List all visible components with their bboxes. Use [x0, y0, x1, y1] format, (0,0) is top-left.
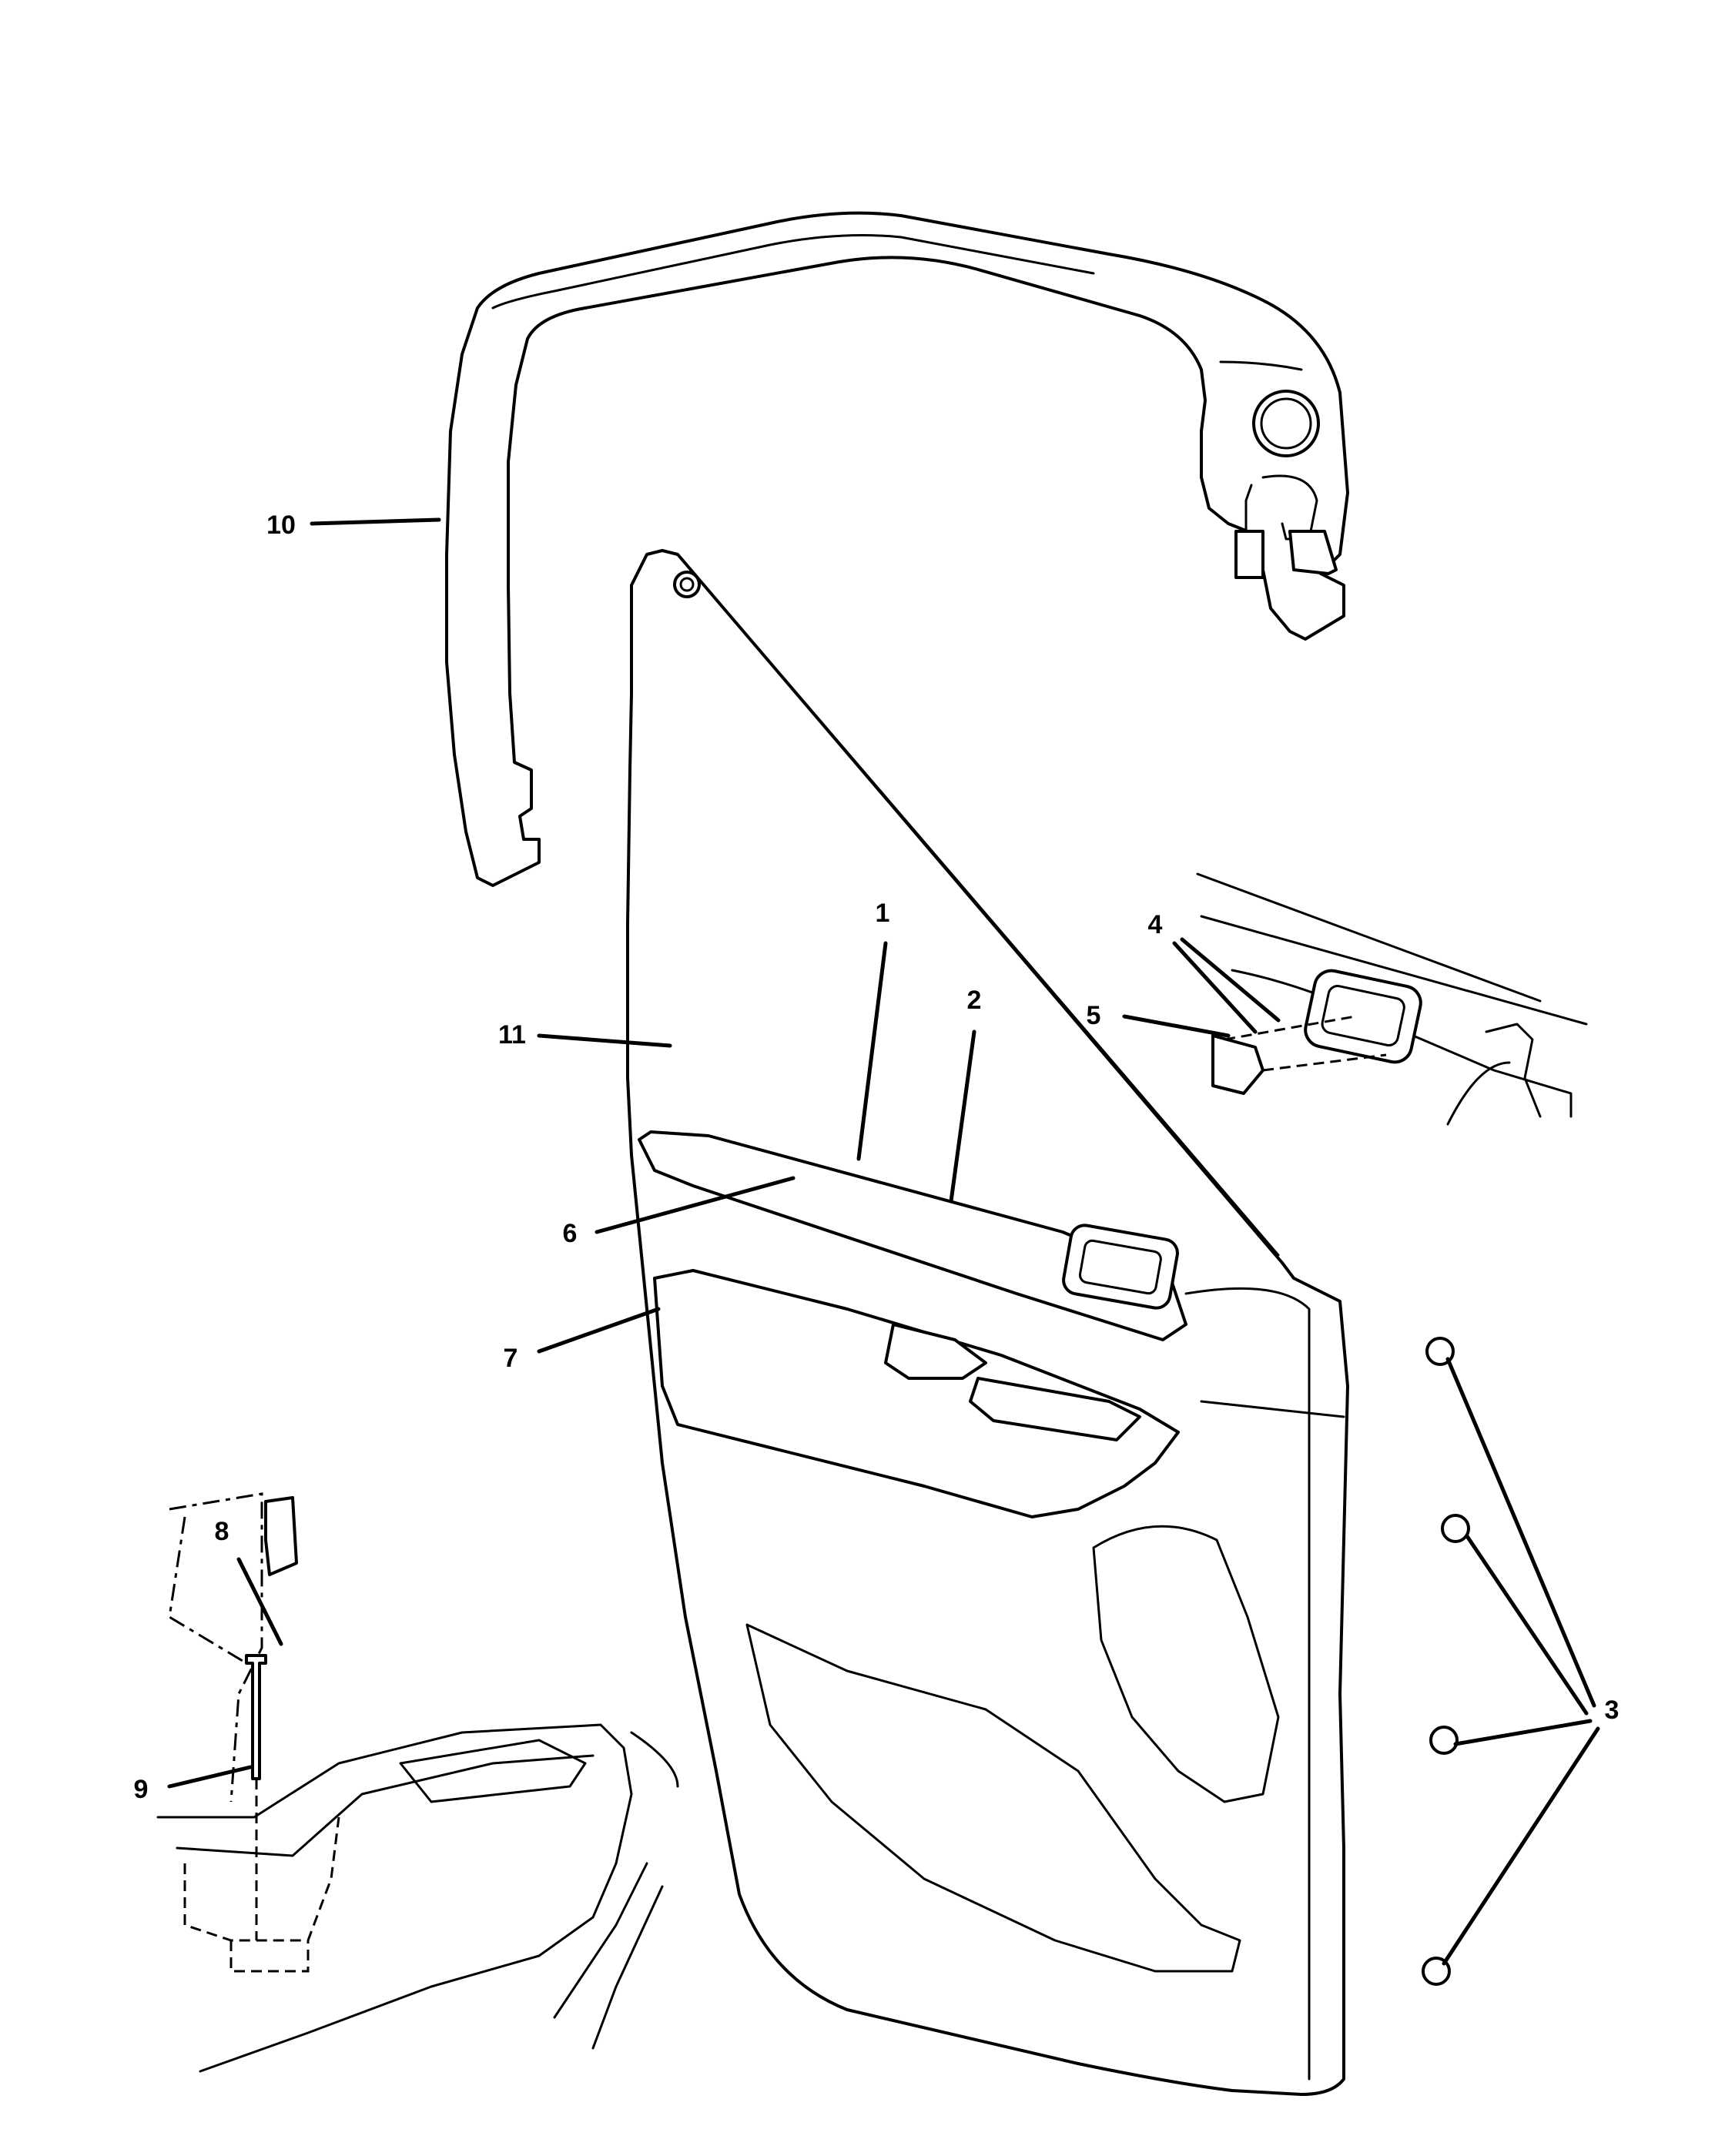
- a-pillar-trim-panel: [445, 211, 1349, 887]
- leader-6: [595, 1176, 796, 1234]
- leader-8: [236, 1557, 283, 1646]
- leader-1: [856, 941, 888, 1161]
- leader-3a: [1445, 1357, 1596, 1708]
- callout-4: 4: [1148, 910, 1163, 939]
- leader-lines: [167, 517, 1600, 1966]
- front-door-trim-panel: [626, 549, 1349, 2096]
- armrest-clip: [264, 1496, 298, 1576]
- callout-7: 7: [504, 1344, 518, 1373]
- leader-10: [310, 517, 441, 526]
- callout-labels: 1 2 3 4 5 6 7 8 9 10 11: [134, 511, 1619, 1804]
- door-pull-handle: [884, 1323, 987, 1380]
- leader-3c: [1453, 1719, 1593, 1746]
- callout-8: 8: [215, 1517, 229, 1546]
- tweeter-speaker-grille: [1252, 390, 1320, 457]
- inside-handle-bezel-panel: [1062, 1224, 1179, 1310]
- callout-5: 5: [1087, 1001, 1101, 1030]
- power-window-switch-bezel: [969, 1377, 1141, 1441]
- leader-4a: [1172, 941, 1258, 1034]
- leader-3d: [1442, 1726, 1600, 1966]
- callout-6: 6: [563, 1219, 578, 1248]
- push-pin-fastener-3: [1429, 1726, 1459, 1755]
- mirror-flag-push-pin: [673, 571, 701, 598]
- push-pin-fastener-2: [1441, 1514, 1470, 1543]
- leader-2: [949, 1029, 976, 1204]
- inside-handle-bezel: [1304, 969, 1422, 1064]
- armrest-screw: [245, 1654, 267, 1780]
- callout-3: 3: [1605, 1696, 1619, 1725]
- callout-10: 10: [266, 511, 296, 540]
- push-pin-fasteners: [1422, 1337, 1470, 1986]
- pillar-wire-connector: [1234, 530, 1264, 579]
- inside-handle-inset: [1196, 872, 1588, 1126]
- leader-5: [1122, 1014, 1231, 1038]
- callout-2: 2: [967, 986, 982, 1015]
- callout-1: 1: [876, 899, 890, 928]
- leader-3b: [1465, 1534, 1589, 1716]
- leader-9: [167, 1765, 253, 1789]
- leader-11: [537, 1033, 672, 1048]
- leader-7: [537, 1307, 661, 1354]
- armrest-detail-inset: [156, 1492, 679, 2073]
- callout-11: 11: [498, 1020, 526, 1050]
- callout-9: 9: [134, 1775, 149, 1804]
- leader-4b: [1180, 937, 1281, 1023]
- bezel-retaining-clip: [1211, 1034, 1264, 1095]
